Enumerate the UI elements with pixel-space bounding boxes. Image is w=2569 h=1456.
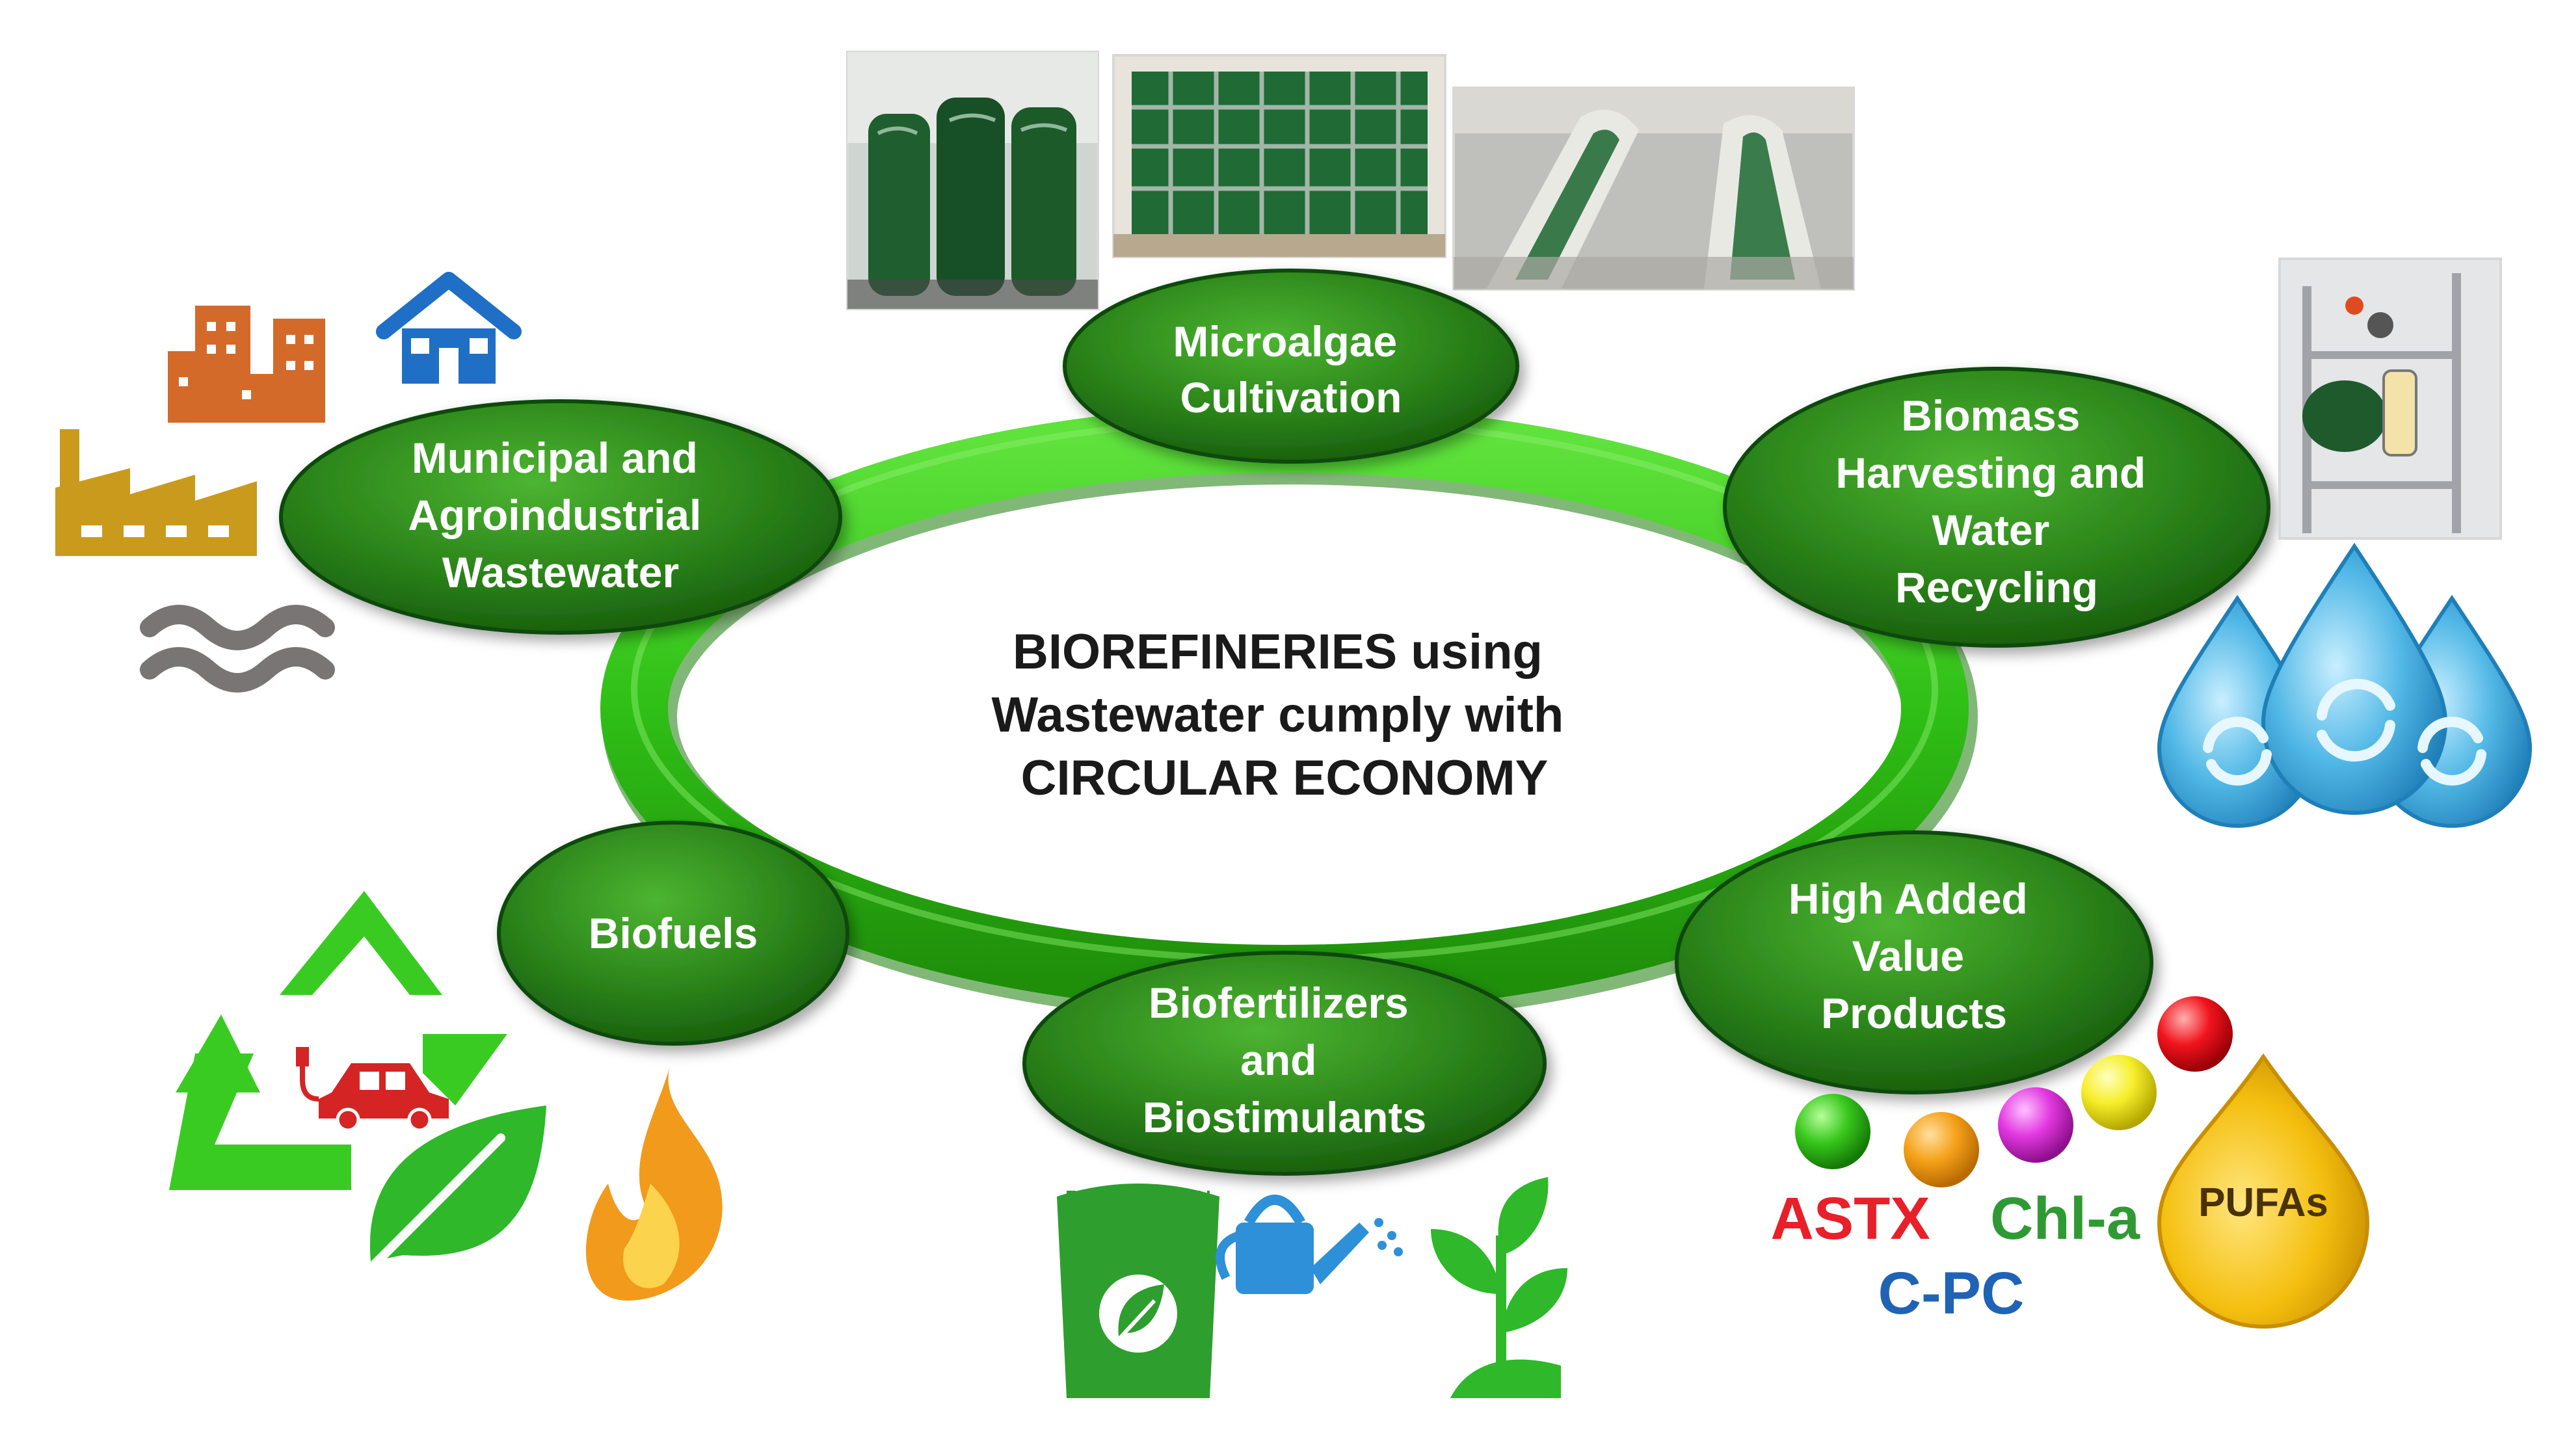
svg-text:Biofuels: Biofuels bbox=[589, 909, 758, 957]
svg-text:High Added Value P: High Added Value Products bbox=[1789, 875, 2040, 1037]
harvesting-equipment-photo bbox=[2278, 258, 2502, 540]
flat-panel-photobioreactor-photo bbox=[1112, 54, 1446, 258]
watering-can-icon bbox=[1216, 1195, 1403, 1294]
node-harvesting-line-4: Recycling bbox=[1895, 563, 2098, 611]
node-biofertilizers-line-2: and bbox=[1240, 1036, 1316, 1084]
node-high-added-value-products: High Added Value Products bbox=[1675, 830, 2153, 1094]
node-biofuels-line-1: Biofuels bbox=[589, 909, 758, 957]
node-biofuels: Biofuels bbox=[497, 821, 849, 1046]
plant-sprout-icon bbox=[1431, 1177, 1567, 1398]
svg-text:Biofertilizers and: Biofertilizers and Biostimulants bbox=[1143, 979, 1426, 1141]
water-waves-icon bbox=[140, 605, 335, 693]
chla-label: Chl-a bbox=[1990, 1185, 2140, 1252]
node-harvesting-line-3: Water bbox=[1932, 506, 2049, 554]
factory-icon bbox=[55, 429, 257, 556]
center-title-line-3: CIRCULAR ECONOMY bbox=[1021, 750, 1549, 806]
node-wastewater-line-2: Agroindustrial bbox=[408, 491, 701, 539]
photobioreactor-bottles-photo bbox=[846, 51, 1099, 310]
node-microalgae-cultivation: Microalgae Cultivation bbox=[1063, 269, 1519, 464]
pufas-label: PUFAs bbox=[2198, 1180, 2328, 1225]
node-products-line-1: High Added bbox=[1789, 875, 2028, 923]
electric-car-icon bbox=[296, 1047, 449, 1132]
node-products-line-3: Products bbox=[1821, 989, 2007, 1037]
node-wastewater-line-3: Wastewater bbox=[442, 548, 679, 596]
pigment-spheres-icon bbox=[1795, 996, 2233, 1187]
oil-drop-icon bbox=[2157, 1053, 2370, 1329]
node-harvesting-line-2: Harvesting and bbox=[1835, 449, 2146, 497]
fertilizer-bag-icon bbox=[1057, 1184, 1219, 1398]
node-biomass-harvesting: Biomass Harvesting and Water Recycling bbox=[1723, 367, 2270, 648]
cpc-label: C-PC bbox=[1878, 1260, 2025, 1327]
raceway-ponds-photo bbox=[1452, 86, 1855, 291]
recycle-arrows-icon bbox=[169, 891, 507, 1190]
svg-text:Municipal and Agroindust: Municipal and Agroindustrial Wastewater bbox=[408, 434, 713, 596]
node-products-line-2: Value bbox=[1852, 932, 1964, 980]
node-cultivation-line-1: Microalgae bbox=[1173, 317, 1397, 365]
astx-label: ASTX bbox=[1770, 1185, 1930, 1252]
svg-text:Biomass Harvesting and: Biomass Harvesting and Water Recycling bbox=[1835, 391, 2157, 611]
node-harvesting-line-1: Biomass bbox=[1901, 391, 2080, 440]
node-biofertilizers-line-1: Biofertilizers bbox=[1149, 979, 1409, 1027]
center-title: BIOREFINERIES using Wastewater cumply wi… bbox=[992, 624, 1578, 806]
water-recycling-drops-icon bbox=[2157, 542, 2533, 828]
svg-text:Microalgae Cultivation: Microalgae Cultivation bbox=[1173, 317, 1409, 421]
node-biofertilizers-line-3: Biostimulants bbox=[1143, 1093, 1426, 1141]
node-municipal-agroindustrial-wastewater: Municipal and Agroindustrial Wastewater bbox=[279, 399, 842, 635]
buildings-icon bbox=[168, 306, 325, 423]
center-title-line-1: BIOREFINERIES using bbox=[1013, 624, 1543, 680]
center-title-line-2: Wastewater cumply with bbox=[992, 687, 1564, 743]
leaf-icon bbox=[360, 1105, 546, 1279]
node-biofertilizers-biostimulants: Biofertilizers and Biostimulants bbox=[1022, 951, 1547, 1176]
node-wastewater-line-1: Municipal and bbox=[412, 434, 698, 482]
node-cultivation-line-2: Cultivation bbox=[1180, 373, 1402, 421]
flame-icon bbox=[585, 1066, 723, 1301]
house-icon bbox=[376, 272, 522, 384]
